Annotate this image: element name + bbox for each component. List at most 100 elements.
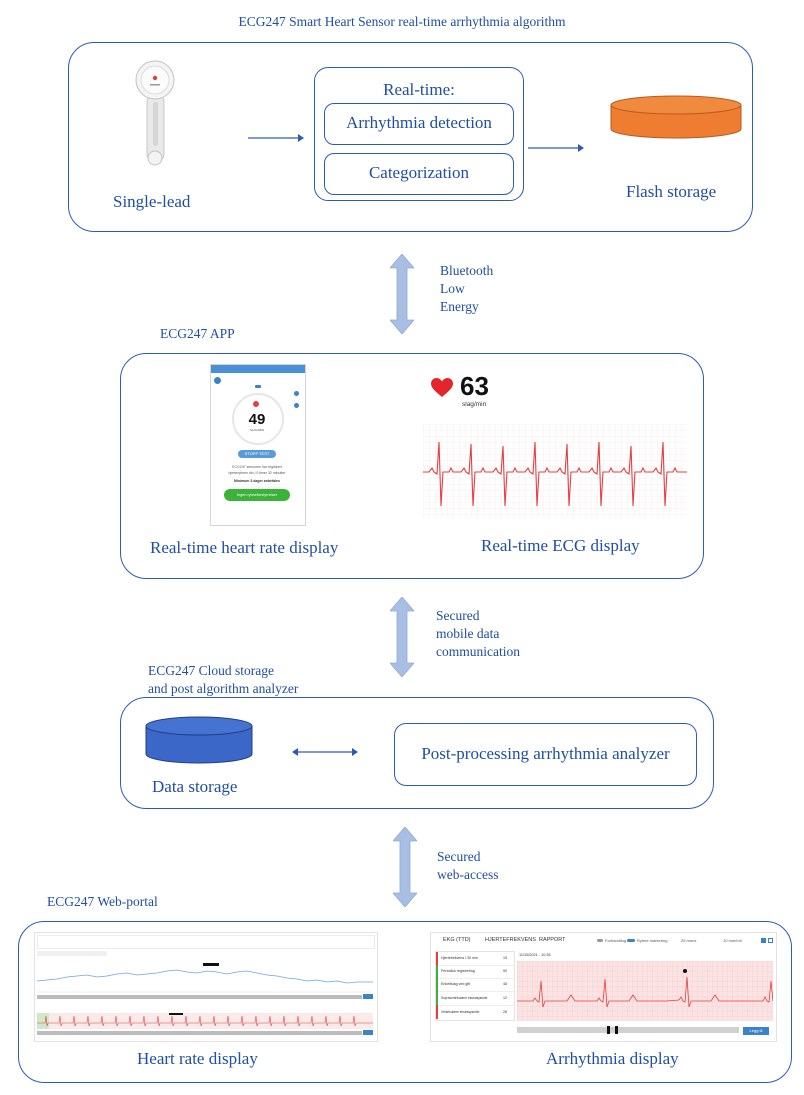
stop-test-button[interactable]: STOPP TEST <box>238 450 276 458</box>
realtime-heart-rate-caption: Real-time heart rate display <box>150 538 339 557</box>
phone-bpm-unit: SLAG/MIN <box>249 428 265 432</box>
list-item-label: Supraventrikulære ekstrasystoler <box>441 996 488 1000</box>
toggle1-label: Forhandling <box>605 938 627 943</box>
heart-rate-unit: slag/min <box>462 401 487 408</box>
list-item[interactable] <box>436 952 516 966</box>
hr-bottom-button[interactable] <box>363 1030 373 1035</box>
post-processing-analyzer-label: Post-processing arrhythmia analyzer <box>421 744 670 763</box>
heart-rate-value: 63 <box>460 371 489 401</box>
phone-status-text-3: Minimum 3 dager anbefales <box>234 479 280 483</box>
list-item[interactable] <box>436 965 516 979</box>
grid-view-icon[interactable] <box>761 938 766 943</box>
data-storage-label: Data storage <box>152 777 238 796</box>
list-item[interactable] <box>436 991 516 1006</box>
tab-report[interactable]: RAPPORT <box>539 937 566 943</box>
hr-bottom-bar <box>37 1031 362 1035</box>
phone-status-text-2: hjerterytmen din i 0 timer 32 minutter <box>228 471 286 475</box>
gain-select[interactable]: 10 mm/mV <box>723 938 743 943</box>
phone-status-bar <box>211 365 305 373</box>
flash-storage-label: Flash storage <box>626 182 717 201</box>
arrow-right-icon <box>248 134 304 142</box>
app-section-title: ECG247 APP <box>160 326 235 341</box>
add-button-label: Legg til <box>749 1028 763 1033</box>
categorization-box <box>324 153 514 195</box>
web-arrhythmia-caption: Arrhythmia display <box>546 1049 679 1068</box>
realtime-ecg-chart <box>423 424 687 518</box>
web-section-title: ECG247 Web-portal <box>47 894 158 909</box>
list-item-count: 15 <box>503 956 507 960</box>
flash-storage-cylinder-icon <box>610 95 742 139</box>
realtime-label: Real-time: <box>383 80 455 99</box>
arrhythmia-detection-box <box>324 103 514 145</box>
list-item[interactable] <box>436 1005 516 1019</box>
timeline-marker[interactable] <box>607 1026 610 1034</box>
list-item-label: Ventrikulære ekstrasystoler <box>441 1010 480 1014</box>
no-arrhythmia-button-label: Ingen rytmeforstyrrelser <box>236 493 278 497</box>
phone-screenshot: 49 SLAG/MIN STOPP TEST ECG247 sensoren h… <box>210 364 306 526</box>
sensor-panel <box>68 42 753 232</box>
arrhythmia-web-screenshot: EKG (TTD) HJERTEFREKVENS RAPPORT Forhand… <box>430 932 777 1042</box>
tab-ecg[interactable]: EKG (TTD) <box>443 937 471 943</box>
double-arrow-vertical-icon <box>393 827 417 907</box>
list-item-label: Enkeltslag ved gitt <box>441 982 471 986</box>
list-item-label: Hjertefrekvens i 30 min <box>441 956 478 960</box>
list-item-count: 28 <box>503 1010 507 1014</box>
realtime-ecg-caption: Real-time ECG display <box>481 536 640 555</box>
heart-icon <box>431 378 453 397</box>
arrhythmia-detection-label: Arrhythmia detection <box>346 113 492 132</box>
event-date: 11/10/2021 - 10:35 <box>519 953 551 957</box>
bluetooth-label-line2: Low <box>440 281 465 296</box>
cloud-panel <box>120 697 714 809</box>
heart-rate-web-screenshot <box>34 932 378 1042</box>
phone-info-icon <box>294 391 299 396</box>
double-arrow-vertical-icon <box>390 254 414 334</box>
toggle-switch[interactable] <box>597 939 603 942</box>
web-panel <box>18 921 792 1083</box>
web-link-label-line2: web-access <box>437 867 499 882</box>
list-item-count: 90 <box>503 969 507 973</box>
list-item[interactable] <box>436 978 516 992</box>
heart-rate-trend-chart <box>37 963 373 993</box>
hr-ecg-strip <box>37 1013 373 1029</box>
arrhythmia-ecg-chart <box>517 961 773 1021</box>
cloud-section-title-line2: and post algorithm analyzer <box>148 681 299 696</box>
arrhythmia-timeline-bar[interactable] <box>517 1027 739 1033</box>
arrow-right-icon <box>528 144 584 152</box>
phone-help-icon <box>294 403 299 408</box>
list-item-label: Periodisk registrering <box>441 969 475 973</box>
list-item-count: 48 <box>503 982 507 986</box>
speed-select[interactable]: 25 mm/s <box>681 938 697 943</box>
bluetooth-icon <box>255 385 261 388</box>
list-view-icon[interactable] <box>768 938 773 943</box>
mobile-link-label-line2: mobile data <box>436 626 500 641</box>
cloud-section-title-line1: ECG247 Cloud storage <box>148 663 274 678</box>
no-arrhythmia-button[interactable]: Ingen rytmeforstyrrelser <box>224 489 290 501</box>
heart-icon <box>253 401 259 407</box>
categorization-label: Categorization <box>368 163 470 182</box>
web-link-label-line1: Secured <box>437 849 481 864</box>
hr-timeline-button[interactable] <box>363 994 373 999</box>
patient-info-bar <box>37 935 375 949</box>
phone-bpm-value: 49 <box>248 411 266 428</box>
event-list: Hjertefrekvens i 30 min 15 Periodisk reg… <box>435 951 516 1021</box>
timeline-marker[interactable] <box>615 1026 618 1034</box>
phone-avatar-icon <box>214 377 221 384</box>
single-lead-label: Single-lead <box>113 192 191 211</box>
ecg-trace <box>423 441 687 507</box>
hr-tab-bar <box>37 951 107 956</box>
mobile-link-label-line1: Secured <box>436 608 480 623</box>
web-heart-rate-caption: Heart rate display <box>137 1049 258 1068</box>
add-button[interactable]: Legg til <box>743 1027 769 1035</box>
stop-test-button-label: STOPP TEST <box>244 451 270 456</box>
toggle2-label: Rytme markering <box>637 938 668 943</box>
hr-timeline-bar <box>37 995 362 999</box>
phone-status-text-1: ECG247 sensoren har registrert <box>232 465 282 469</box>
heart-rate-ring <box>232 393 284 445</box>
tab-heart-rate[interactable]: HJERTEFREKVENS <box>485 937 536 943</box>
bidirectional-arrow-icon <box>292 748 358 756</box>
list-item-count: 12 <box>503 996 507 1000</box>
post-processing-analyzer-box <box>394 723 697 786</box>
bluetooth-label-line3: Energy <box>440 299 479 314</box>
toggle-switch[interactable] <box>627 939 635 942</box>
heart-sensor-device-image <box>135 60 175 166</box>
